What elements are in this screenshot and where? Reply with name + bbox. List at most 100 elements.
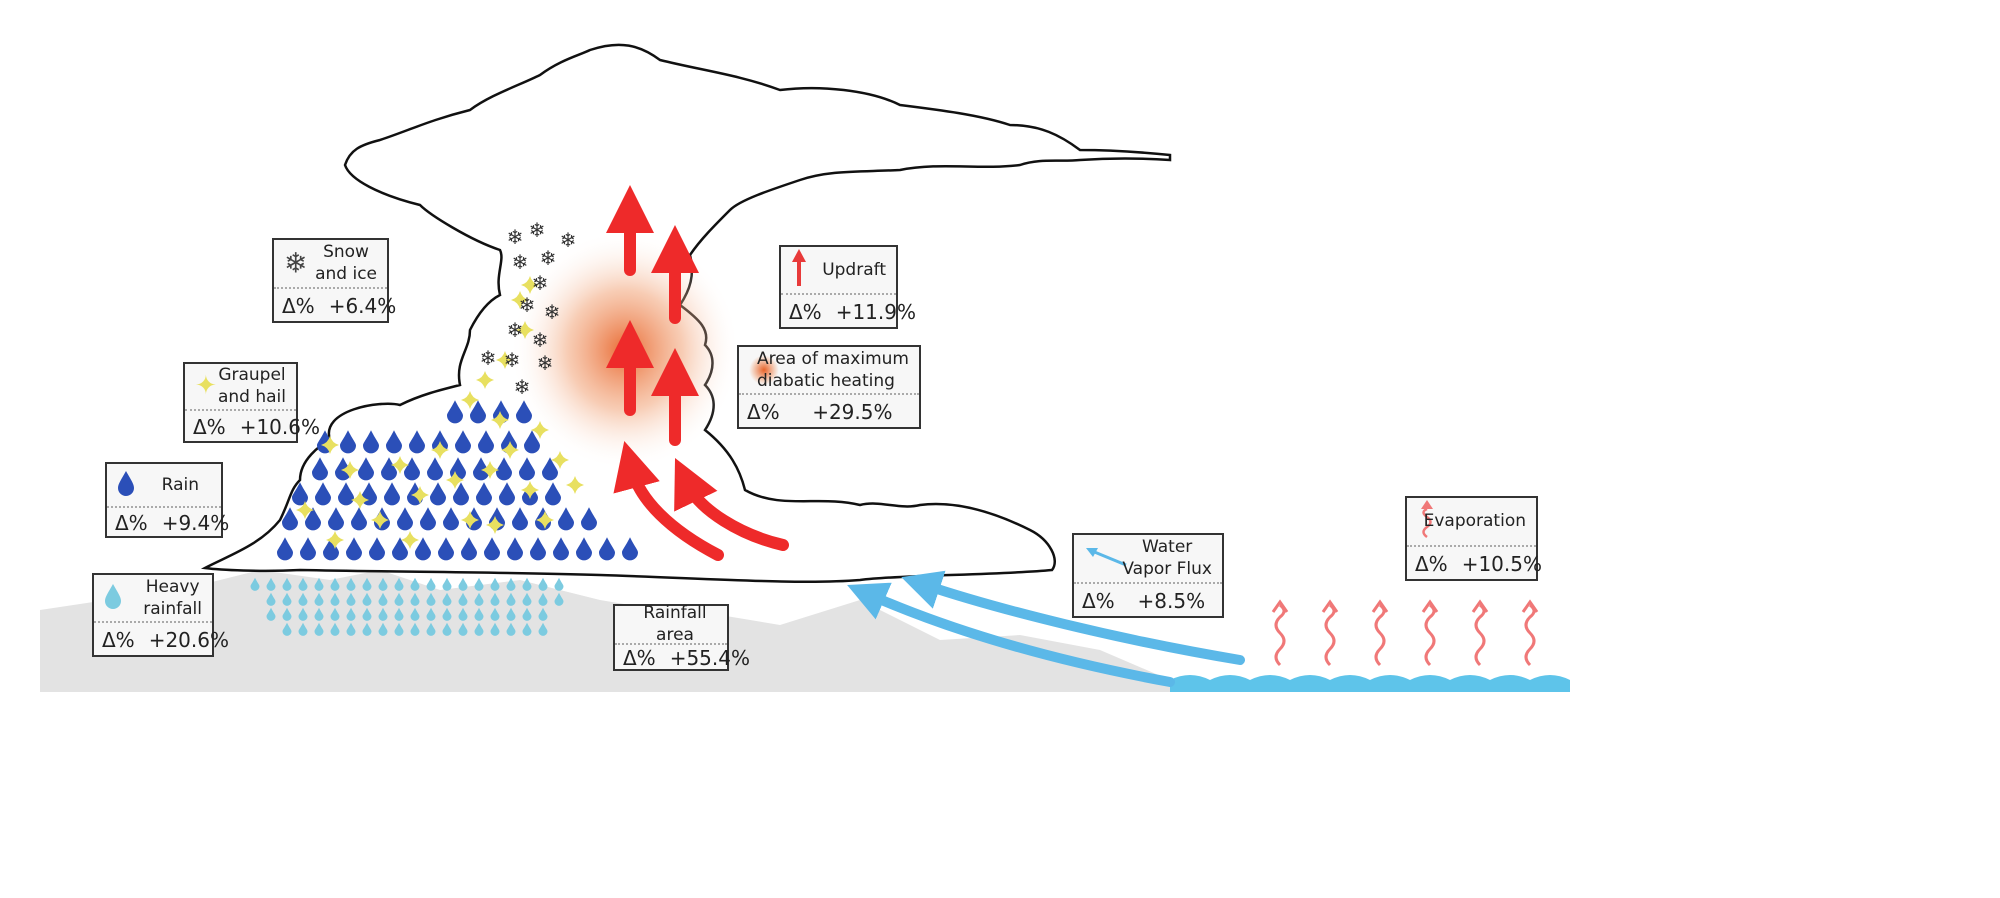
heavy-raindrop (378, 622, 388, 636)
heavy-raindrop (378, 577, 388, 591)
legend-label: Water (1142, 537, 1193, 558)
graupel-star (401, 531, 419, 549)
legend-label: rainfall (143, 599, 202, 620)
graupel-star (411, 486, 429, 504)
raindrop (438, 537, 454, 561)
raindrop (315, 482, 331, 506)
raindrop (397, 507, 413, 531)
graupel-star (391, 456, 409, 474)
snowflake: ❄ (504, 348, 521, 372)
legend-label: Rainfall area (643, 603, 707, 646)
heavy-raindrop (394, 622, 404, 636)
snowflake: ❄ (537, 351, 554, 375)
evaporation-wave (1374, 603, 1386, 667)
updraft-arrows (606, 185, 789, 561)
evaporation-arrowhead (1321, 599, 1339, 613)
raindrop (335, 457, 351, 481)
heavy-raindrop (298, 622, 308, 636)
heavy-raindrop (346, 607, 356, 621)
heavy-raindrop (362, 607, 372, 621)
heavy-raindrop (250, 577, 260, 591)
raindrop (346, 537, 362, 561)
heavy-raindrop (522, 622, 532, 636)
heavy-raindrop (538, 592, 548, 606)
raindrop (409, 430, 425, 454)
snowflake: ❄ (480, 346, 497, 370)
raindrop (576, 537, 592, 561)
legend-label: Updraft (822, 260, 886, 281)
heavy-raindrop (426, 592, 436, 606)
heavy-raindrop (266, 592, 276, 606)
heavy-raindrop (330, 607, 340, 621)
legend-evaporation: Evaporation Δ%+10.5% (1405, 496, 1542, 581)
legend-label: Vapor Flux (1122, 559, 1212, 580)
blue-arrow-icon (1084, 545, 1128, 571)
delta-label: Δ% (282, 293, 315, 318)
graupel-star (446, 471, 464, 489)
raindrop (338, 482, 354, 506)
heavy-raindrop (410, 592, 420, 606)
raindrop (473, 457, 489, 481)
legend-label: Evaporation (1423, 511, 1526, 532)
heavy-raindrop (314, 577, 324, 591)
snowflake: ❄ (507, 225, 524, 249)
heavy-raindrop (490, 622, 500, 636)
delta-label: Δ% (623, 645, 656, 670)
heavy-raindrop (394, 577, 404, 591)
raindrop (553, 537, 569, 561)
legend-label: Graupel (218, 365, 286, 386)
legend-label: and hail (217, 387, 286, 408)
heavy-raindrop (362, 577, 372, 591)
evaporation-wave (1474, 603, 1486, 667)
heavy-raindrop (522, 607, 532, 621)
snowflake: ❄ (532, 271, 549, 295)
heavy-raindrop (298, 577, 308, 591)
heavy-raindrop (522, 592, 532, 606)
heavy-raindrop (506, 622, 516, 636)
graupel-star (496, 351, 514, 369)
snowflake: ❄ (529, 218, 546, 242)
water-vapor-arrows (847, 570, 1245, 687)
wavy-arrow-icon (1417, 499, 1437, 543)
heavy-raindrop (442, 607, 452, 621)
snowflake-icon: ❄ (284, 246, 308, 280)
heavy-raindrop (330, 592, 340, 606)
raindrop (312, 457, 328, 481)
raindrop (358, 457, 374, 481)
heavy-raindrop (394, 592, 404, 606)
graupel-star (461, 391, 479, 409)
raindrop (381, 457, 397, 481)
raindrop (384, 482, 400, 506)
raindrop (622, 537, 638, 561)
heavy-raindrop (346, 622, 356, 636)
heavy-raindrop (426, 622, 436, 636)
raindrop (292, 482, 308, 506)
raindrop (519, 457, 535, 481)
raindrop (476, 482, 492, 506)
snowflake: ❄ (544, 300, 561, 324)
graupel-star (536, 511, 554, 529)
heavy-raindrop (282, 622, 292, 636)
raindrop (369, 537, 385, 561)
heavy-raindrop (410, 622, 420, 636)
raindrop (558, 507, 574, 531)
legend-label: Snow (323, 242, 369, 263)
red-arrow-icon (791, 248, 807, 292)
legend-label: Area of maximum (757, 349, 909, 370)
graupel-star (521, 276, 539, 294)
raindrop (340, 430, 356, 454)
heavy-raindrop (266, 607, 276, 621)
graupel-star (521, 481, 539, 499)
delta-value: +29.5% (812, 400, 893, 425)
delta-label: Δ% (1415, 551, 1448, 576)
heavy-raindrop (426, 607, 436, 621)
raindrop (392, 537, 408, 561)
delta-label: Δ% (789, 300, 822, 325)
water (1170, 675, 1570, 692)
raindrop (512, 507, 528, 531)
heavy-raindrop (458, 592, 468, 606)
